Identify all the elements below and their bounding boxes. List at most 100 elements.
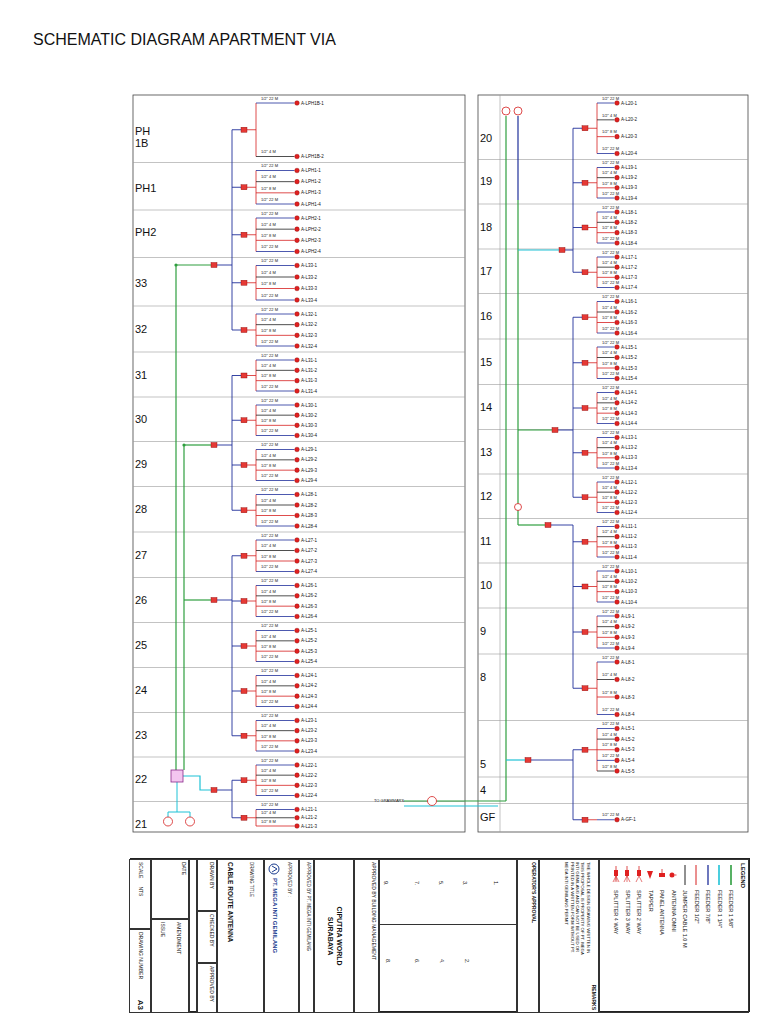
floor-label: 22 xyxy=(135,773,156,786)
cable-bus xyxy=(256,540,257,572)
main-feeder xyxy=(506,759,525,760)
legend-text: JUMPER CABLE 1.0 M xyxy=(682,890,688,947)
approval-number: 7. xyxy=(414,881,420,886)
antenna-symbol xyxy=(615,241,620,246)
cable-label: 1/2" 4 M xyxy=(261,409,276,414)
jumper-line xyxy=(247,780,256,781)
antenna-symbol xyxy=(295,322,300,327)
riser-cable xyxy=(551,525,573,526)
cable-label-holder: 1/2" 8 M xyxy=(261,645,276,650)
cable-label: 1/2" 22 M xyxy=(602,551,619,556)
antenna-label: A-L33-3 xyxy=(301,286,317,291)
antenna-label: A-L24-2 xyxy=(301,683,317,688)
feeder-line xyxy=(256,170,294,171)
antenna-label-holder: A-L12-3 xyxy=(621,500,637,505)
feeder-line xyxy=(256,826,294,827)
antenna-label: A-L27-1 xyxy=(301,538,317,543)
floor-label-holder: 12 xyxy=(480,490,501,503)
cable-label-holder: 1/2" 4 M xyxy=(261,409,276,414)
antenna-symbol xyxy=(295,423,300,428)
feeder-line xyxy=(597,819,614,820)
antenna-label: A-LPH1-1 xyxy=(301,168,321,173)
feeder-line xyxy=(256,346,294,347)
floor-label-holder: 4 xyxy=(480,784,501,797)
splitter-symbol xyxy=(582,630,588,635)
antenna-symbol xyxy=(295,101,300,106)
floor-label: 8 xyxy=(480,671,501,684)
title-block-cell: APPROVED BY xyxy=(197,963,217,1013)
antenna-label-holder: A-L12-1 xyxy=(621,480,637,485)
antenna-label-holder: A-L12-4 xyxy=(621,510,637,515)
antenna-symbol xyxy=(615,186,620,191)
cable-label: 1/2" 22 M xyxy=(261,789,278,794)
legend-symbol xyxy=(627,866,628,870)
floor-line xyxy=(133,397,465,398)
cable-bus xyxy=(256,218,257,252)
cable-label-holder: 1/2" 8 M xyxy=(602,182,617,187)
floor-line xyxy=(478,777,748,778)
legend-symbol xyxy=(626,870,630,876)
approval-number: 6. xyxy=(414,959,420,964)
feeder-line xyxy=(256,616,294,617)
feeder-end xyxy=(174,263,177,266)
title-block-cell: SCALENTS xyxy=(129,859,151,929)
cable-label-holder: 1/2" 22 M xyxy=(261,294,278,299)
approval-number: 9. xyxy=(383,881,389,886)
feeder-line xyxy=(256,240,294,241)
antenna-label: A-L27-3 xyxy=(301,559,317,564)
cable-label-holder: 1/2" 22 M xyxy=(261,759,278,764)
antenna-symbol xyxy=(615,747,620,752)
antenna-label: A-L8-3 xyxy=(621,695,635,700)
antenna-label: A-L26-1 xyxy=(301,583,317,588)
antenna-label-holder: A-L26-4 xyxy=(301,614,317,619)
cable-label-holder: 1/2" 4 M xyxy=(602,171,617,176)
title-block-cell: DATE xyxy=(151,859,189,919)
antenna-label: A-L13-4 xyxy=(621,466,637,471)
company-logo xyxy=(268,863,280,875)
main-feeder xyxy=(184,444,211,445)
antenna-label: A-L15-2 xyxy=(621,355,637,360)
cable-label-holder: 1/2" 4 M xyxy=(602,733,617,738)
cable-label: 1/2" 22 M xyxy=(602,417,619,422)
floor-label-holder: GF xyxy=(480,811,501,824)
antenna-label: A-L16-3 xyxy=(621,320,637,325)
legend-symbol xyxy=(648,871,654,879)
legend-sample xyxy=(681,863,689,887)
antenna-label: A-L11-1 xyxy=(621,524,637,529)
antenna-symbol xyxy=(615,695,620,700)
floor-label-holder: PH1 xyxy=(135,182,156,195)
cable-label-holder: 1/2" 22 M xyxy=(261,340,278,345)
feeder-line xyxy=(597,212,614,213)
cable-label: 1/2" 22 M xyxy=(261,534,278,539)
cable-label-holder: 1/2" 22 M xyxy=(261,399,278,404)
antenna-label-holder: A-L31-1 xyxy=(301,358,317,363)
splitter-symbol xyxy=(241,508,247,513)
antenna-symbol xyxy=(295,684,300,689)
legend-sample xyxy=(727,863,735,887)
cable-label-holder: 1/2" 8 M xyxy=(261,187,276,192)
antenna-label: A-L30-3 xyxy=(301,423,317,428)
antenna-symbol xyxy=(295,807,300,812)
antenna-symbol xyxy=(295,238,300,243)
cable-label-holder: 1/2" 22 M xyxy=(602,386,619,391)
antenna-label-holder: A-L27-2 xyxy=(301,548,317,553)
cable-label: 1/2" 22 M xyxy=(261,474,278,479)
cell-text: A3 xyxy=(135,1000,144,1010)
cable-label-holder: 1/2" 4 M xyxy=(602,306,617,311)
cable-label: 1/2" 8 M xyxy=(602,541,617,546)
cable-bus xyxy=(597,347,598,379)
antenna-symbol xyxy=(295,513,300,518)
antenna-symbol xyxy=(615,331,620,336)
antenna-label-holder: A-L25-3 xyxy=(301,649,317,654)
cable-bus xyxy=(597,438,598,469)
cable-label-holder: 1/2" 22 M xyxy=(602,596,619,601)
cable-label: 1/2" 4 M xyxy=(261,635,276,640)
floor-label: 28 xyxy=(135,503,156,516)
antenna-label-holder: A-L8-2 xyxy=(621,677,635,682)
splitter-symbol xyxy=(545,523,551,528)
cable-label-holder: 1/2" 22 M xyxy=(602,206,619,211)
floor-label: PH 1B xyxy=(135,125,156,150)
antenna-label-holder: A-L24-1 xyxy=(301,673,317,678)
antenna-label-holder: A-LPH2-2 xyxy=(301,227,321,232)
antenna-symbol xyxy=(615,445,620,450)
